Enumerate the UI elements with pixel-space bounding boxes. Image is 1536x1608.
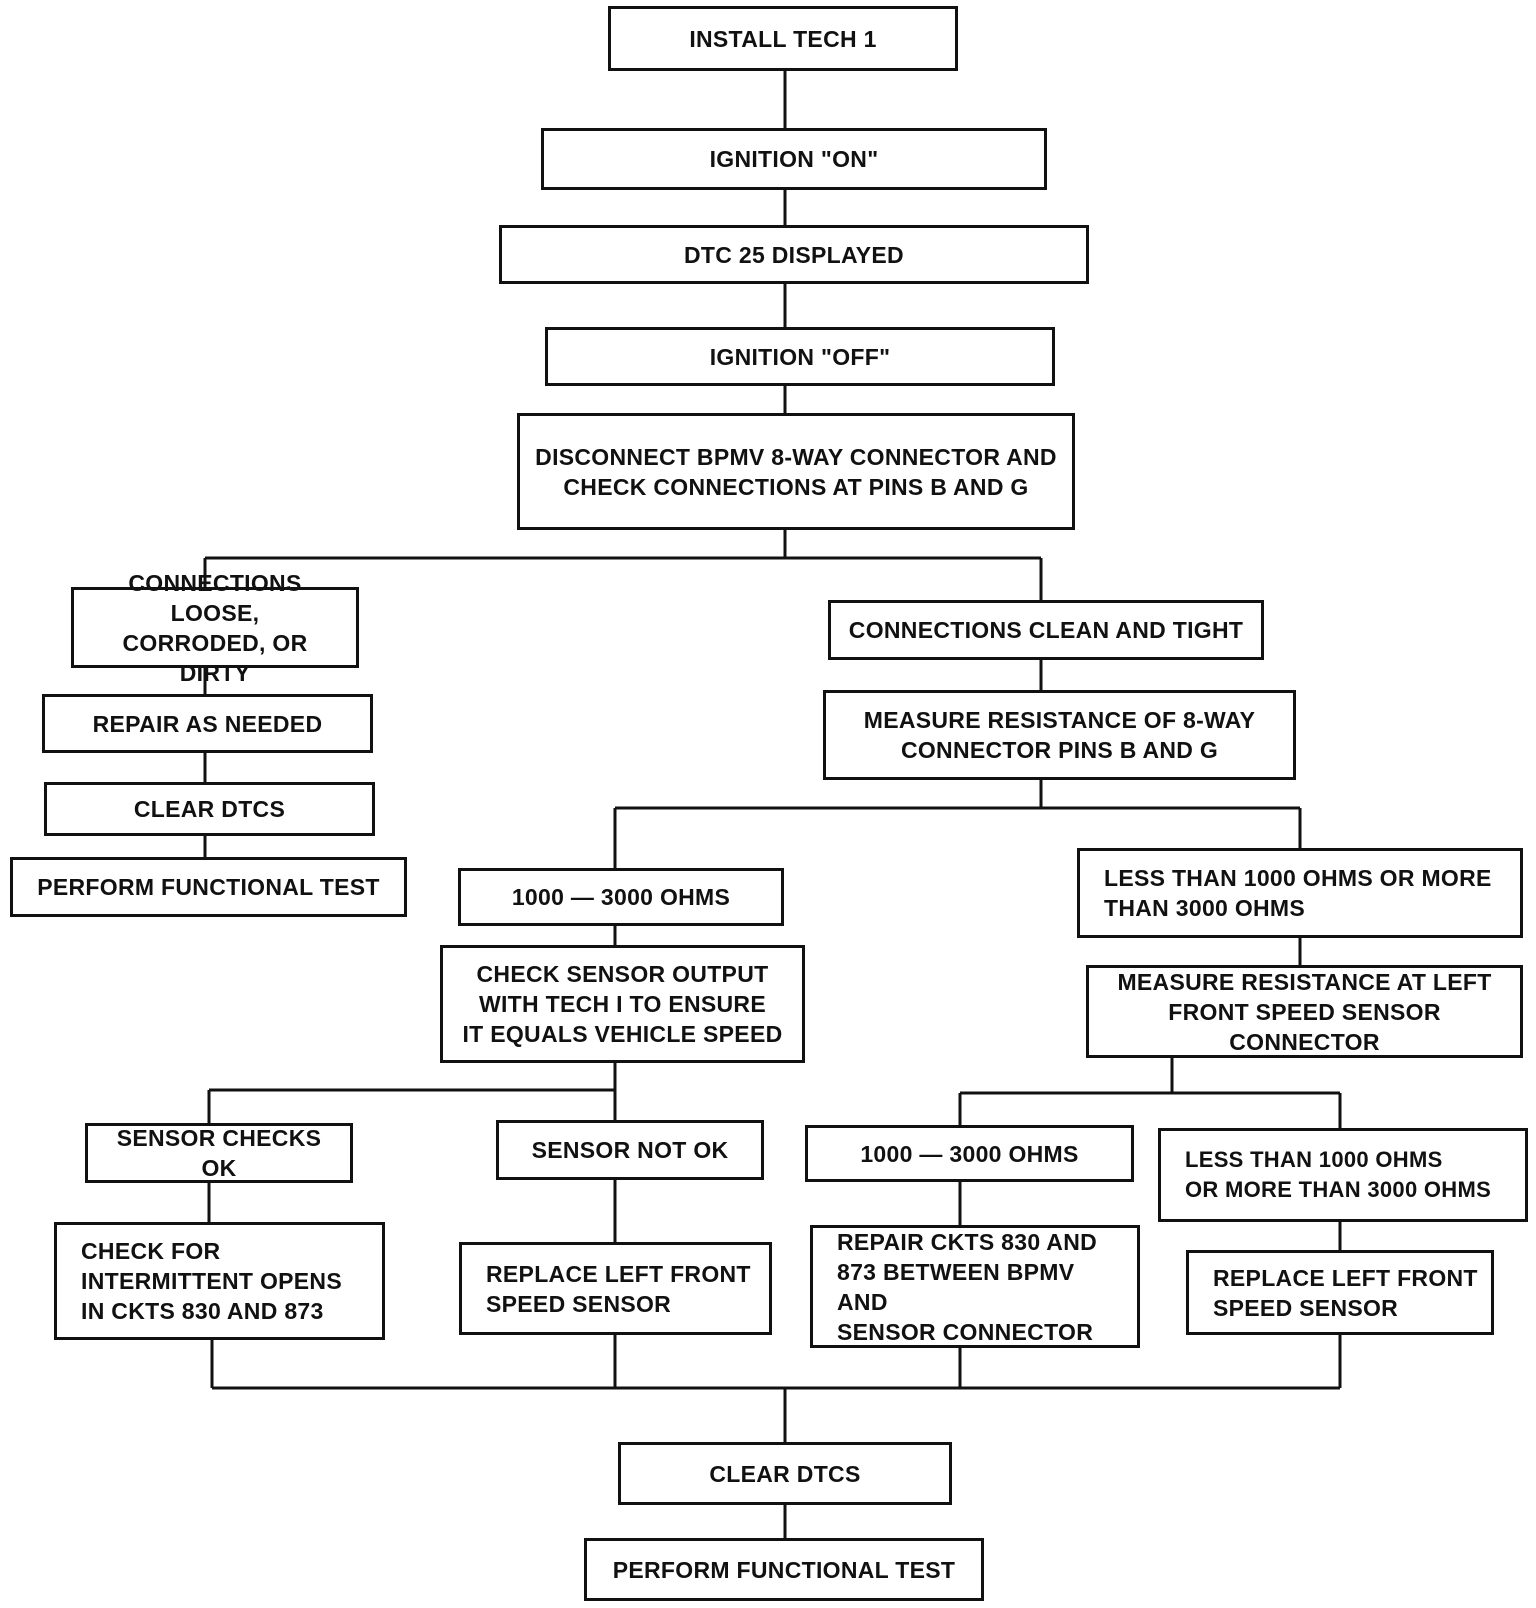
install-tech-box: INSTALL TECH 1 (608, 6, 958, 71)
ignition-off-box: IGNITION "OFF" (545, 327, 1055, 386)
clear-dtcs-left-box: CLEAR DTCS (44, 782, 375, 836)
connector-measure-lf-split (958, 1058, 1342, 1158)
ohms-bad-right-box: LESS THAN 1000 OHMS OR MORE THAN 3000 OH… (1077, 848, 1523, 938)
replace-sensor-middle-box: REPLACE LEFT FRONT SPEED SENSOR (459, 1242, 772, 1335)
connections-loose-box: CONNECTIONS LOOSE, CORRODED, OR DIRTY (71, 570, 359, 686)
connector-check-sensor-split (207, 1063, 617, 1123)
repair-ckts-box: REPAIR CKTS 830 AND 873 BETWEEN BPMV AND… (810, 1225, 1140, 1348)
check-intermittent-box: CHECK FOR INTERMITTENT OPENS IN CKTS 830… (54, 1222, 385, 1340)
ohms-bad-bottom-box: LESS THAN 1000 OHMS OR MORE THAN 3000 OH… (1158, 1128, 1528, 1222)
connections-clean-box: CONNECTIONS CLEAN AND TIGHT (828, 600, 1264, 660)
repair-as-needed-box: REPAIR AS NEEDED (42, 694, 373, 753)
dtc-displayed-box: DTC 25 DISPLAYED (499, 225, 1089, 284)
measure-8way-box: MEASURE RESISTANCE OF 8-WAY CONNECTOR PI… (823, 690, 1296, 780)
clear-dtcs-bottom-box: CLEAR DTCS (618, 1442, 952, 1505)
disconnect-box: DISCONNECT BPMV 8-WAY CONNECTOR AND CHEC… (517, 413, 1075, 530)
connector-measure-split (613, 780, 1302, 868)
ignition-on-box: IGNITION "ON" (541, 128, 1047, 190)
sensor-not-ok-box: SENSOR NOT OK (496, 1120, 764, 1180)
functional-test-left-box: PERFORM FUNCTIONAL TEST (10, 857, 407, 917)
replace-sensor-right-box: REPLACE LEFT FRONT SPEED SENSOR (1186, 1250, 1494, 1335)
connector-merge (210, 1335, 1342, 1442)
check-sensor-box: CHECK SENSOR OUTPUT WITH TECH I TO ENSUR… (440, 945, 805, 1063)
sensor-ok-box: SENSOR CHECKS OK (85, 1123, 353, 1183)
connector-disconnect-split (203, 530, 1043, 600)
ohms-ok-middle-box: 1000 — 3000 OHMS (458, 868, 784, 926)
functional-test-bottom-box: PERFORM FUNCTIONAL TEST (584, 1538, 984, 1601)
ohms-ok-bottom-box: 1000 — 3000 OHMS (805, 1125, 1134, 1182)
measure-lf-box: MEASURE RESISTANCE AT LEFT FRONT SPEED S… (1086, 965, 1523, 1058)
